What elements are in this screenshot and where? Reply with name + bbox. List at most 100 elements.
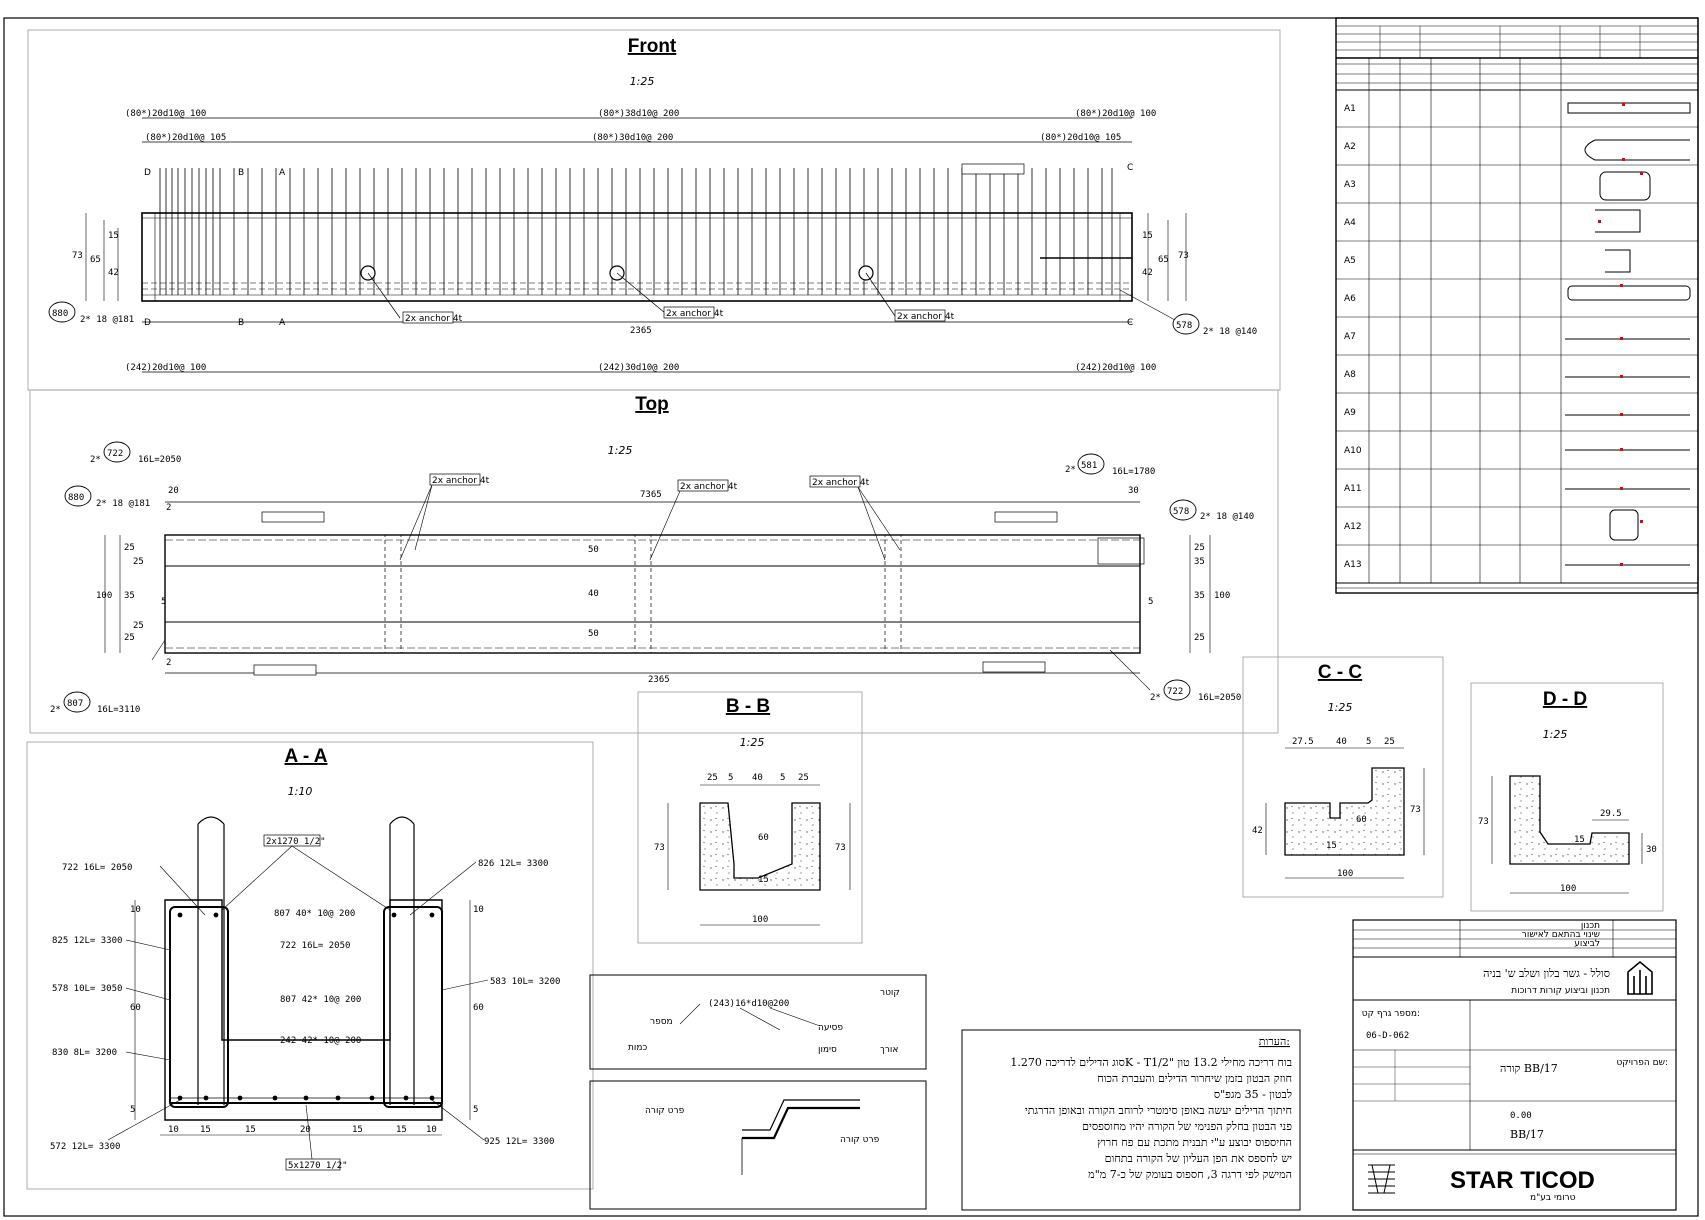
top-left-dim-4: 35 bbox=[124, 591, 135, 601]
cc-top-dim-3: 5 bbox=[1366, 737, 1371, 747]
front-dim-top-2: (80*)38d10@ 200 bbox=[598, 109, 679, 119]
cc-scale: 1:25 bbox=[1328, 701, 1353, 714]
aa-dim-b4: 20 bbox=[300, 1125, 311, 1135]
front-mark-right: 578 bbox=[1176, 321, 1192, 331]
front-title: Front bbox=[628, 36, 677, 57]
top-mark-bl: 807 bbox=[67, 699, 83, 709]
aa-dim-b7: 10 bbox=[426, 1125, 437, 1135]
aa-callout-l5: 572 12L= 3300 bbox=[50, 1142, 120, 1152]
front-left-h-3: 42 bbox=[108, 268, 119, 278]
schedule-row-10: A10 bbox=[1344, 446, 1362, 456]
top-mid-dim-2: 40 bbox=[588, 589, 599, 599]
aa-scale: 1:10 bbox=[288, 785, 313, 798]
legend-label-4: פסיעה bbox=[818, 1023, 843, 1033]
cc-title: C - C bbox=[1318, 662, 1363, 683]
legend-label-1: קוטר bbox=[880, 988, 900, 998]
aa-dim-b1: 10 bbox=[168, 1125, 179, 1135]
revision-1: תכנון bbox=[1581, 921, 1600, 931]
top-right-dim-1: 25 bbox=[1194, 543, 1205, 553]
dd-step: 29.5 bbox=[1600, 809, 1622, 819]
schedule-row-6: A6 bbox=[1344, 294, 1356, 304]
cc-inner: 60 bbox=[1356, 815, 1367, 825]
tb-part-label: שם הפרויקט: bbox=[1616, 1058, 1668, 1068]
bb-scale: 1:25 bbox=[740, 736, 765, 749]
aa-strand: 2x1270 1/2" bbox=[266, 837, 326, 847]
section-cc: C - C 1:25 27.5 40 5 25 100 42 73 60 15 bbox=[1242, 656, 1444, 898]
top-callout-tl: 16L=2050 bbox=[138, 455, 181, 465]
top-lift-label-3: 2x anchor 4t bbox=[812, 478, 870, 488]
top-mark-br: 722 bbox=[1167, 687, 1183, 697]
aa-side-dim-5: 60 bbox=[473, 1003, 484, 1013]
aa-callout-l3: 578 10L= 3050 bbox=[52, 984, 122, 994]
tb-drawing-no-label: מספר גרף קט: bbox=[1362, 1009, 1420, 1019]
schedule-row-7: A7 bbox=[1344, 332, 1356, 342]
front-mark-left: 880 bbox=[52, 309, 68, 319]
aa-side-dim-1: 10 bbox=[130, 905, 141, 915]
top-mark-tl: 722 bbox=[107, 449, 123, 459]
top-bar-r: 2* 18 @140 bbox=[1200, 512, 1254, 522]
top-view-frame bbox=[29, 389, 1279, 734]
notes-line-4: חיתוך הדילים יעשה באופן סימטרי לרוחב הקו… bbox=[1025, 1104, 1292, 1117]
rebar-schedule: A1 A2 A3 A4 A5 A6 A7 A8 A9 A10 A11 A12 A… bbox=[1335, 17, 1699, 594]
schedule-bar-shapes bbox=[1565, 102, 1691, 566]
section-dd: D - D 1:25 100 73 30 29.5 15 bbox=[1470, 682, 1664, 912]
front-left-h-4: 15 bbox=[108, 231, 119, 241]
front-dim-bot-3: (242)20d10@ 100 bbox=[1075, 363, 1156, 373]
bb-top-dim-1: 25 bbox=[707, 773, 718, 783]
notes-line-8: המישק לפי דרגה 3, חספוס בעומק של כ-7 מ"מ bbox=[1088, 1168, 1292, 1181]
bb-width: 100 bbox=[752, 915, 768, 925]
top-lift-label-1: 2x anchor 4t bbox=[432, 476, 490, 486]
front-left-h-1: 73 bbox=[72, 251, 83, 261]
schedule-row-1: A1 bbox=[1344, 104, 1356, 114]
front-right-h-2: 65 bbox=[1158, 255, 1169, 265]
notes-line-6: החיספוס יבוצע ע"י תבנית מתכת עם פח חרוץ bbox=[1097, 1136, 1292, 1149]
aa-callout-r1: 826 12L= 3300 bbox=[478, 859, 548, 869]
top-small-dim-4: 2 bbox=[166, 658, 171, 668]
schedule-row-11: A11 bbox=[1344, 484, 1362, 494]
front-section-a-top: A bbox=[279, 168, 286, 178]
front-bar-right: 2* 18 @140 bbox=[1203, 327, 1257, 337]
top-right-dim-3: 100 bbox=[1214, 591, 1230, 601]
company-logo-icon bbox=[1627, 960, 1653, 995]
notes-line-2: חוזק הבטון בזמן שיחרור הדילים והעברת הכו… bbox=[1097, 1072, 1292, 1085]
front-section-b-top: B bbox=[238, 168, 244, 178]
top-left-dim-1: 25 bbox=[124, 543, 135, 553]
cc-width: 100 bbox=[1337, 869, 1353, 879]
section-dd-frame bbox=[1470, 682, 1664, 912]
aa-callout-m4: 242 42* 10@ 200 bbox=[280, 1036, 361, 1046]
tb-sheet: BB/17 bbox=[1510, 1128, 1544, 1141]
top-small-dim-6: 5 bbox=[1148, 597, 1153, 607]
bb-top-dim-2: 5 bbox=[728, 773, 733, 783]
section-bb-frame bbox=[637, 691, 863, 944]
front-section-a-bot: A bbox=[279, 318, 286, 328]
sheet-border bbox=[3, 17, 1699, 1217]
tb-drawing-no: 06-D-062 bbox=[1366, 1031, 1409, 1041]
front-scale: 1:25 bbox=[630, 75, 655, 88]
cc-top-dim-4: 25 bbox=[1384, 737, 1395, 747]
legend-label-5: סימון bbox=[818, 1045, 837, 1055]
aa-callout-m3: 807 42* 10@ 200 bbox=[280, 995, 361, 1005]
legend-label-2: מספר bbox=[650, 1017, 673, 1027]
top-small-dim-2: 2 bbox=[166, 503, 171, 513]
aa-callout-l4: 830 8L= 3200 bbox=[52, 1048, 117, 1058]
aa-side-dim-4: 10 bbox=[473, 905, 484, 915]
front-length: 2365 bbox=[630, 326, 652, 336]
schedule-row-12: A12 bbox=[1344, 522, 1362, 532]
front-dim-bot-2: (242)30d10@ 200 bbox=[598, 363, 679, 373]
bb-title: B - B bbox=[726, 696, 770, 717]
schedule-row-13: A13 bbox=[1344, 560, 1362, 570]
top-callout-tr: 16L=1780 bbox=[1112, 467, 1155, 477]
top-right-dim-4: 35 bbox=[1194, 591, 1205, 601]
bb-section-shape bbox=[699, 802, 821, 891]
front-stirrups bbox=[159, 168, 1113, 295]
rebar-legend: (243)16*d10@200 קוטר מספר כמות פסיעה סימ… bbox=[589, 974, 927, 1210]
aa-callout-r3: 925 12L= 3300 bbox=[484, 1137, 554, 1147]
top-callout-tr-prefix: 2* bbox=[1065, 465, 1076, 475]
ticod-symbol-icon bbox=[1368, 1164, 1395, 1194]
front-bar-left: 2* 18 @181 bbox=[80, 315, 134, 325]
front-dim-top-1: (80*)20d10@ 100 bbox=[125, 109, 206, 119]
bb-top-dim-5: 25 bbox=[798, 773, 809, 783]
aa-dim-b2: 15 bbox=[200, 1125, 211, 1135]
dd-title: D - D bbox=[1543, 689, 1587, 710]
front-right-h-3: 42 bbox=[1142, 268, 1153, 278]
